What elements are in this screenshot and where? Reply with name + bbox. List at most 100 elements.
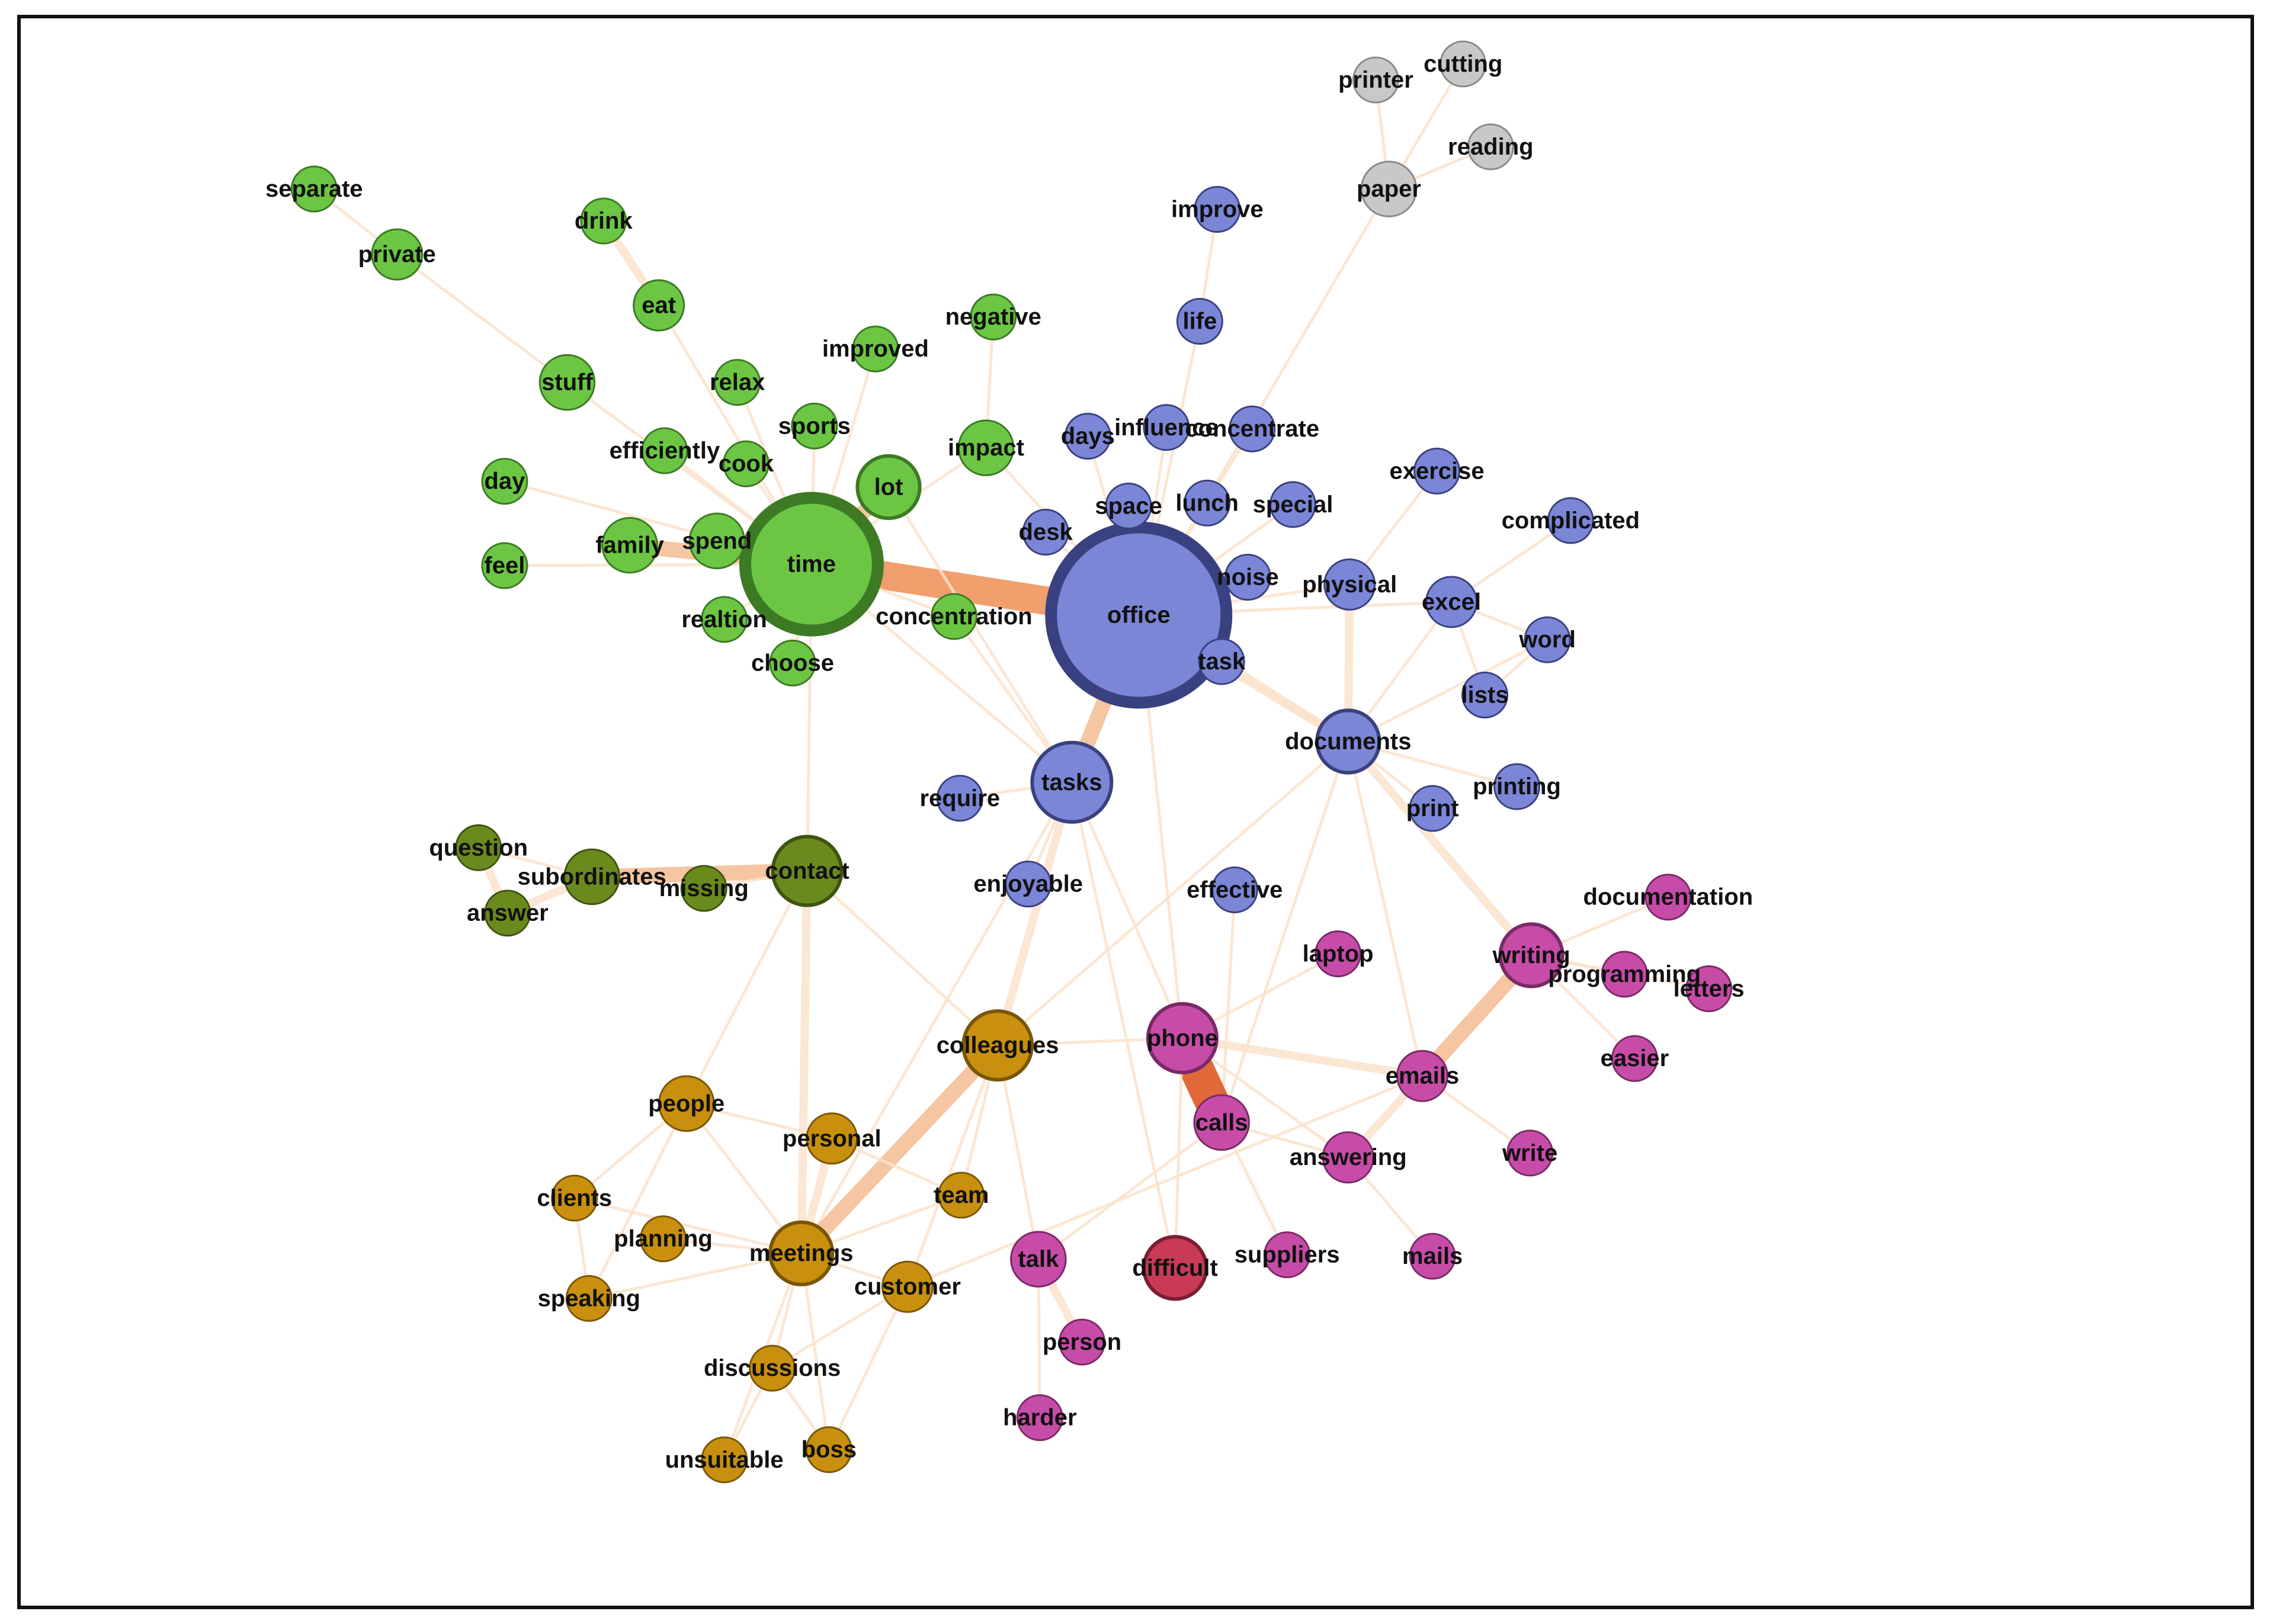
node-physical[interactable] xyxy=(1323,558,1376,611)
node-boss[interactable] xyxy=(805,1426,852,1474)
node-special[interactable] xyxy=(1269,481,1316,528)
node-laptop[interactable] xyxy=(1315,930,1362,977)
node-documents[interactable] xyxy=(1315,708,1381,775)
node-require[interactable] xyxy=(936,775,983,822)
node-answering[interactable] xyxy=(1322,1131,1374,1184)
node-question[interactable] xyxy=(455,824,502,871)
node-suppliers[interactable] xyxy=(1264,1231,1311,1279)
node-improve[interactable] xyxy=(1194,186,1241,233)
node-label-unsuitable: unsuitable xyxy=(665,1447,784,1473)
node-excel[interactable] xyxy=(1425,576,1478,628)
edge-documents-colleagues xyxy=(996,740,1349,1047)
node-feel[interactable] xyxy=(481,542,528,589)
node-speaking[interactable] xyxy=(565,1275,613,1322)
node-complicated[interactable] xyxy=(1547,497,1594,544)
node-exercise[interactable] xyxy=(1413,447,1461,495)
node-cook[interactable] xyxy=(722,440,770,487)
node-contact[interactable] xyxy=(771,835,844,907)
node-impact[interactable] xyxy=(957,419,1015,476)
node-choose[interactable] xyxy=(769,639,816,686)
node-emails[interactable] xyxy=(1396,1049,1448,1102)
node-concentrate[interactable] xyxy=(1229,405,1276,452)
node-mails[interactable] xyxy=(1409,1233,1456,1280)
node-clients[interactable] xyxy=(551,1174,598,1222)
edge-meetings-speaking xyxy=(588,1251,802,1300)
node-tasks[interactable] xyxy=(1030,740,1114,824)
node-life[interactable] xyxy=(1176,298,1223,345)
node-people[interactable] xyxy=(658,1075,715,1132)
node-difficult[interactable] xyxy=(1142,1235,1208,1301)
node-sports[interactable] xyxy=(791,402,838,450)
node-documentation[interactable] xyxy=(1644,874,1692,921)
node-print[interactable] xyxy=(1409,785,1456,832)
node-efficiently[interactable] xyxy=(641,427,688,474)
node-cutting[interactable] xyxy=(1440,40,1487,88)
node-negative[interactable] xyxy=(970,293,1017,341)
node-reading[interactable] xyxy=(1467,123,1514,171)
node-eat[interactable] xyxy=(633,279,685,332)
node-stuff[interactable] xyxy=(538,354,596,411)
node-family[interactable] xyxy=(601,516,658,574)
node-enjoyable[interactable] xyxy=(1005,861,1052,908)
node-spend[interactable] xyxy=(688,512,746,570)
node-planning[interactable] xyxy=(639,1215,687,1263)
node-word[interactable] xyxy=(1524,616,1571,663)
node-harder[interactable] xyxy=(1016,1394,1063,1442)
node-lunch[interactable] xyxy=(1184,479,1231,527)
node-answer[interactable] xyxy=(484,890,531,937)
node-personal[interactable] xyxy=(806,1112,858,1165)
edge-colleagues-customer xyxy=(906,1045,999,1288)
node-label-writing: writing xyxy=(1492,942,1570,968)
node-lists[interactable] xyxy=(1461,671,1509,718)
node-phone[interactable] xyxy=(1146,1002,1219,1074)
node-time[interactable] xyxy=(739,492,884,637)
node-printing[interactable] xyxy=(1493,763,1541,810)
node-office[interactable] xyxy=(1045,521,1233,709)
node-desk[interactable] xyxy=(1022,509,1069,556)
node-private[interactable] xyxy=(371,228,424,281)
edge-tasks-colleagues xyxy=(993,781,1076,1047)
node-separate[interactable] xyxy=(290,165,338,213)
node-talk[interactable] xyxy=(1010,1231,1067,1288)
node-person[interactable] xyxy=(1059,1318,1106,1366)
node-label-talk: talk xyxy=(1018,1246,1059,1272)
node-programming[interactable] xyxy=(1601,951,1648,998)
edge-colleagues-meetings xyxy=(796,1040,1004,1259)
node-label-suppliers: suppliers xyxy=(1235,1242,1340,1268)
node-label-cutting: cutting xyxy=(1424,51,1502,77)
node-label-emails: emails xyxy=(1386,1063,1460,1089)
node-label-require: require xyxy=(919,785,1000,811)
node-discussions[interactable] xyxy=(749,1344,796,1392)
node-lot[interactable] xyxy=(855,454,922,521)
node-realtion[interactable] xyxy=(701,596,748,643)
node-day[interactable] xyxy=(481,458,528,505)
node-relax[interactable] xyxy=(714,359,761,406)
node-write[interactable] xyxy=(1506,1129,1554,1177)
node-paper[interactable] xyxy=(1360,161,1418,217)
node-drink[interactable] xyxy=(580,197,627,245)
node-improved[interactable] xyxy=(852,325,899,373)
node-meetings[interactable] xyxy=(768,1220,835,1286)
node-letters[interactable] xyxy=(1685,965,1733,1012)
node-printer[interactable] xyxy=(1352,56,1399,104)
node-effective[interactable] xyxy=(1211,866,1258,913)
node-influence[interactable] xyxy=(1143,404,1190,451)
node-missing[interactable] xyxy=(680,865,727,912)
node-calls[interactable] xyxy=(1193,1094,1250,1151)
node-unsuitable[interactable] xyxy=(701,1436,748,1484)
node-subordinates[interactable] xyxy=(563,848,620,906)
node-customer[interactable] xyxy=(881,1260,934,1313)
node-easier[interactable] xyxy=(1611,1035,1658,1082)
node-space[interactable] xyxy=(1105,482,1152,529)
node-task[interactable] xyxy=(1198,638,1245,685)
node-concentration[interactable] xyxy=(930,593,977,640)
node-label-cook: cook xyxy=(719,451,774,477)
node-writing[interactable] xyxy=(1498,922,1565,988)
node-noise[interactable] xyxy=(1224,554,1271,601)
node-colleagues[interactable] xyxy=(961,1009,1034,1082)
node-label-realtion: realtion xyxy=(681,606,767,633)
node-days[interactable] xyxy=(1064,413,1111,460)
edge-stuff-private xyxy=(396,253,568,384)
node-team[interactable] xyxy=(938,1172,985,1219)
